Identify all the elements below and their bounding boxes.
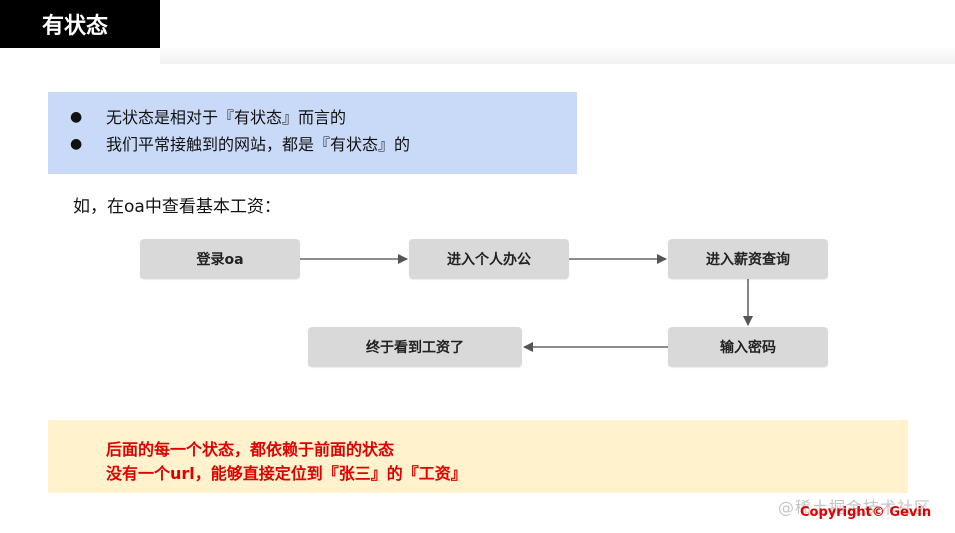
bullet-icon: ●: [70, 109, 83, 125]
watermark: @稀土掘金技术社区: [778, 498, 932, 517]
info-list: ● 无状态是相对于『有状态』而言的 ● 我们平常接触到的网站，都是『有状态』的: [48, 92, 577, 158]
flow-step-see-salary: 终于看到工资了: [308, 327, 522, 367]
list-item: ● 我们平常接触到的网站，都是『有状态』的: [70, 131, 577, 158]
note-line-2: 没有一个url，能够直接定位到『张三』的『工资』: [106, 464, 467, 483]
copyright-text: Copyright© Gevin: [800, 505, 932, 520]
flow-step-salary-query: 进入薪资查询: [668, 239, 828, 279]
flow-step-personal-office: 进入个人办公: [409, 239, 569, 279]
info-text: 无状态是相对于『有状态』而言的: [106, 108, 347, 127]
info-text: 我们平常接触到的网站，都是『有状态』的: [106, 135, 411, 154]
list-item: ● 无状态是相对于『有状态』而言的: [70, 104, 577, 131]
example-label: 如，在oa中查看基本工资：: [73, 197, 281, 217]
slide-title-text: 有状态: [42, 14, 109, 39]
note-box: 后面的每一个状态，都依赖于前面的状态 没有一个url，能够直接定位到『张三』的『…: [48, 420, 908, 493]
info-box: ● 无状态是相对于『有状态』而言的 ● 我们平常接触到的网站，都是『有状态』的: [48, 92, 577, 174]
flow-step-enter-password: 输入密码: [668, 327, 828, 367]
flow-step-login: 登录oa: [140, 239, 300, 279]
note-line-1: 后面的每一个状态，都依赖于前面的状态: [106, 440, 395, 459]
slide-title: 有状态: [0, 0, 160, 48]
title-divider: [160, 46, 955, 64]
bullet-icon: ●: [70, 136, 83, 152]
